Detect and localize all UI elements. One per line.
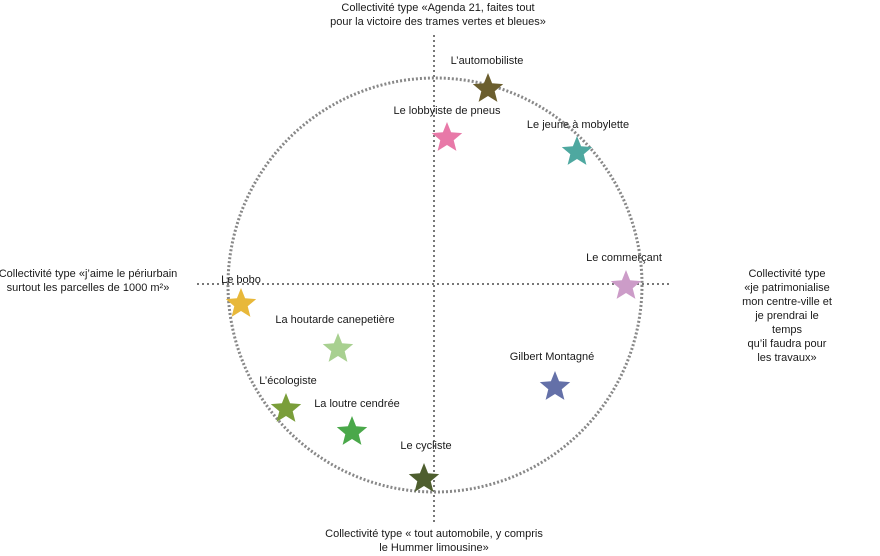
star-icon	[610, 270, 642, 299]
axis-label-right: Collectivité type «je patrimonialise mon…	[742, 268, 832, 364]
star-label: Le cycliste	[400, 440, 452, 452]
axis-label-bottom: Collectivité type « tout automobile, y c…	[325, 528, 543, 554]
star-label: L’écologiste	[259, 375, 317, 387]
star-label: La loutre cendrée	[314, 398, 400, 410]
star-icon	[336, 416, 368, 445]
star-icon	[472, 73, 504, 102]
star-label: L’automobiliste	[450, 55, 524, 67]
star-icon	[322, 333, 354, 362]
star-label: Le commerçant	[586, 252, 662, 264]
star-label: Le lobbyiste de pneus	[393, 105, 501, 117]
star-label: Gilbert Montagné	[509, 351, 595, 363]
star-icon	[431, 122, 463, 151]
star-label: Le bobo	[221, 274, 261, 286]
axis-label-left: Collectivité type «j’aime le périurbain …	[0, 268, 178, 294]
star-label: Le jeune à mobylette	[526, 119, 630, 131]
star-icon	[539, 371, 571, 400]
star-label: La houtarde canepetière	[275, 314, 395, 326]
star-icon	[270, 393, 302, 422]
star-icon	[408, 463, 440, 492]
axis-label-top: Collectivité type «Agenda 21, faites tou…	[330, 2, 546, 28]
star-icon	[561, 136, 593, 165]
star-icon	[225, 288, 257, 317]
circle-outline	[226, 76, 644, 494]
